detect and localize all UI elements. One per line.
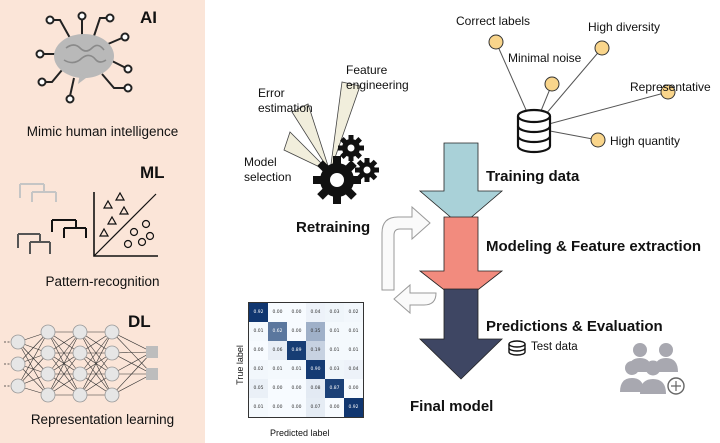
cm-cell: 0.00	[268, 303, 287, 322]
cm-cell: 0.00	[249, 341, 268, 360]
cm-cell: 0.04	[306, 303, 325, 322]
test-data-icon	[508, 340, 526, 356]
predictions-arrow	[419, 288, 503, 380]
cm-cell: 0.87	[325, 379, 344, 398]
cm-cell: 0.07	[306, 398, 325, 417]
cm-cell: 0.35	[306, 322, 325, 341]
cm-cell: 0.01	[287, 360, 306, 379]
cm-cell: 0.92	[344, 398, 363, 417]
database-icon	[516, 108, 552, 154]
test-data-label: Test data	[531, 341, 578, 353]
cm-cell: 0.01	[268, 360, 287, 379]
cm-xlabel: Predicted label	[270, 428, 330, 438]
cm-cell: 0.01	[344, 341, 363, 360]
neural-network-icon	[4, 324, 158, 403]
property-minimal-noise: Minimal noise	[508, 51, 582, 65]
cm-cell: 0.08	[306, 379, 325, 398]
cm-cell: 0.06	[268, 341, 287, 360]
property-node-0	[488, 34, 504, 50]
final-model-label: Final model	[410, 398, 494, 415]
cm-cell: 0.00	[287, 379, 306, 398]
ai-caption: Mimic human intelligence	[26, 124, 179, 139]
cm-ylabel: True label	[234, 345, 245, 385]
ray-label-error-estimation: Error estimation	[258, 86, 313, 115]
cm-cell: 0.04	[344, 360, 363, 379]
cm-cell: 0.00	[287, 398, 306, 417]
cm-cell: 0.02	[249, 360, 268, 379]
ml-title: ML	[140, 163, 165, 182]
pipeline-arrows	[418, 142, 504, 380]
cm-cell: 0.92	[249, 303, 268, 322]
dl-caption: Representation learning	[30, 412, 175, 427]
cm-cell: 0.05	[249, 379, 268, 398]
modeling-arrow	[418, 216, 504, 304]
property-node-1	[594, 40, 610, 56]
training-arrow	[418, 142, 504, 227]
ml-caption: Pattern-recognition	[45, 274, 160, 289]
cm-cell: 0.01	[325, 341, 344, 360]
cm-cell: 0.03	[325, 360, 344, 379]
data-properties-hub	[488, 34, 676, 148]
property-representative: Representative	[630, 80, 711, 94]
scatter-plot-icon	[93, 191, 158, 257]
cm-cell: 0.00	[344, 379, 363, 398]
cm-cell: 0.01	[344, 322, 363, 341]
decision-tree-icon	[17, 183, 87, 254]
retraining-title: Retraining	[296, 219, 371, 236]
cm-cell: 0.90	[306, 360, 325, 379]
cm-cell: 0.01	[325, 322, 344, 341]
cm-cell: 0.02	[344, 303, 363, 322]
ray-label-model-selection: Model selection	[244, 155, 292, 184]
ray-label-feature-engineering: Feature engineering	[346, 63, 409, 92]
property-correct-labels: Correct labels	[456, 14, 531, 28]
cm-cell: 0.89	[287, 341, 306, 360]
property-node-4	[590, 132, 606, 148]
retraining-rays	[283, 81, 361, 173]
cm-cell: 0.00	[268, 398, 287, 417]
brain-circuit-icon	[35, 11, 133, 104]
feedback-arrows	[381, 205, 437, 315]
cm-cell: 0.01	[249, 398, 268, 417]
predictions-label: Predictions & Evaluation	[486, 318, 663, 335]
property-node-3	[660, 84, 676, 100]
people-group-icon	[620, 343, 685, 395]
cm-cell: 0.00	[287, 322, 306, 341]
property-node-2	[544, 76, 560, 92]
ai-title: AI	[140, 8, 157, 27]
cm-cell: 0.03	[325, 303, 344, 322]
property-high-diversity: High diversity	[588, 20, 661, 34]
cm-cell: 0.19	[306, 341, 325, 360]
cm-cell: 0.01	[249, 322, 268, 341]
cm-cell: 0.00	[287, 303, 306, 322]
cm-cell: 0.00	[325, 398, 344, 417]
modeling-label: Modeling & Feature extraction	[486, 238, 702, 255]
property-high-quantity: High quantity	[610, 134, 681, 148]
cm-cell: 0.00	[268, 379, 287, 398]
dl-title: DL	[128, 312, 151, 331]
gears-icon	[313, 135, 379, 204]
cm-cell: 0.62	[268, 322, 287, 341]
training-data-label: Training data	[486, 168, 580, 185]
